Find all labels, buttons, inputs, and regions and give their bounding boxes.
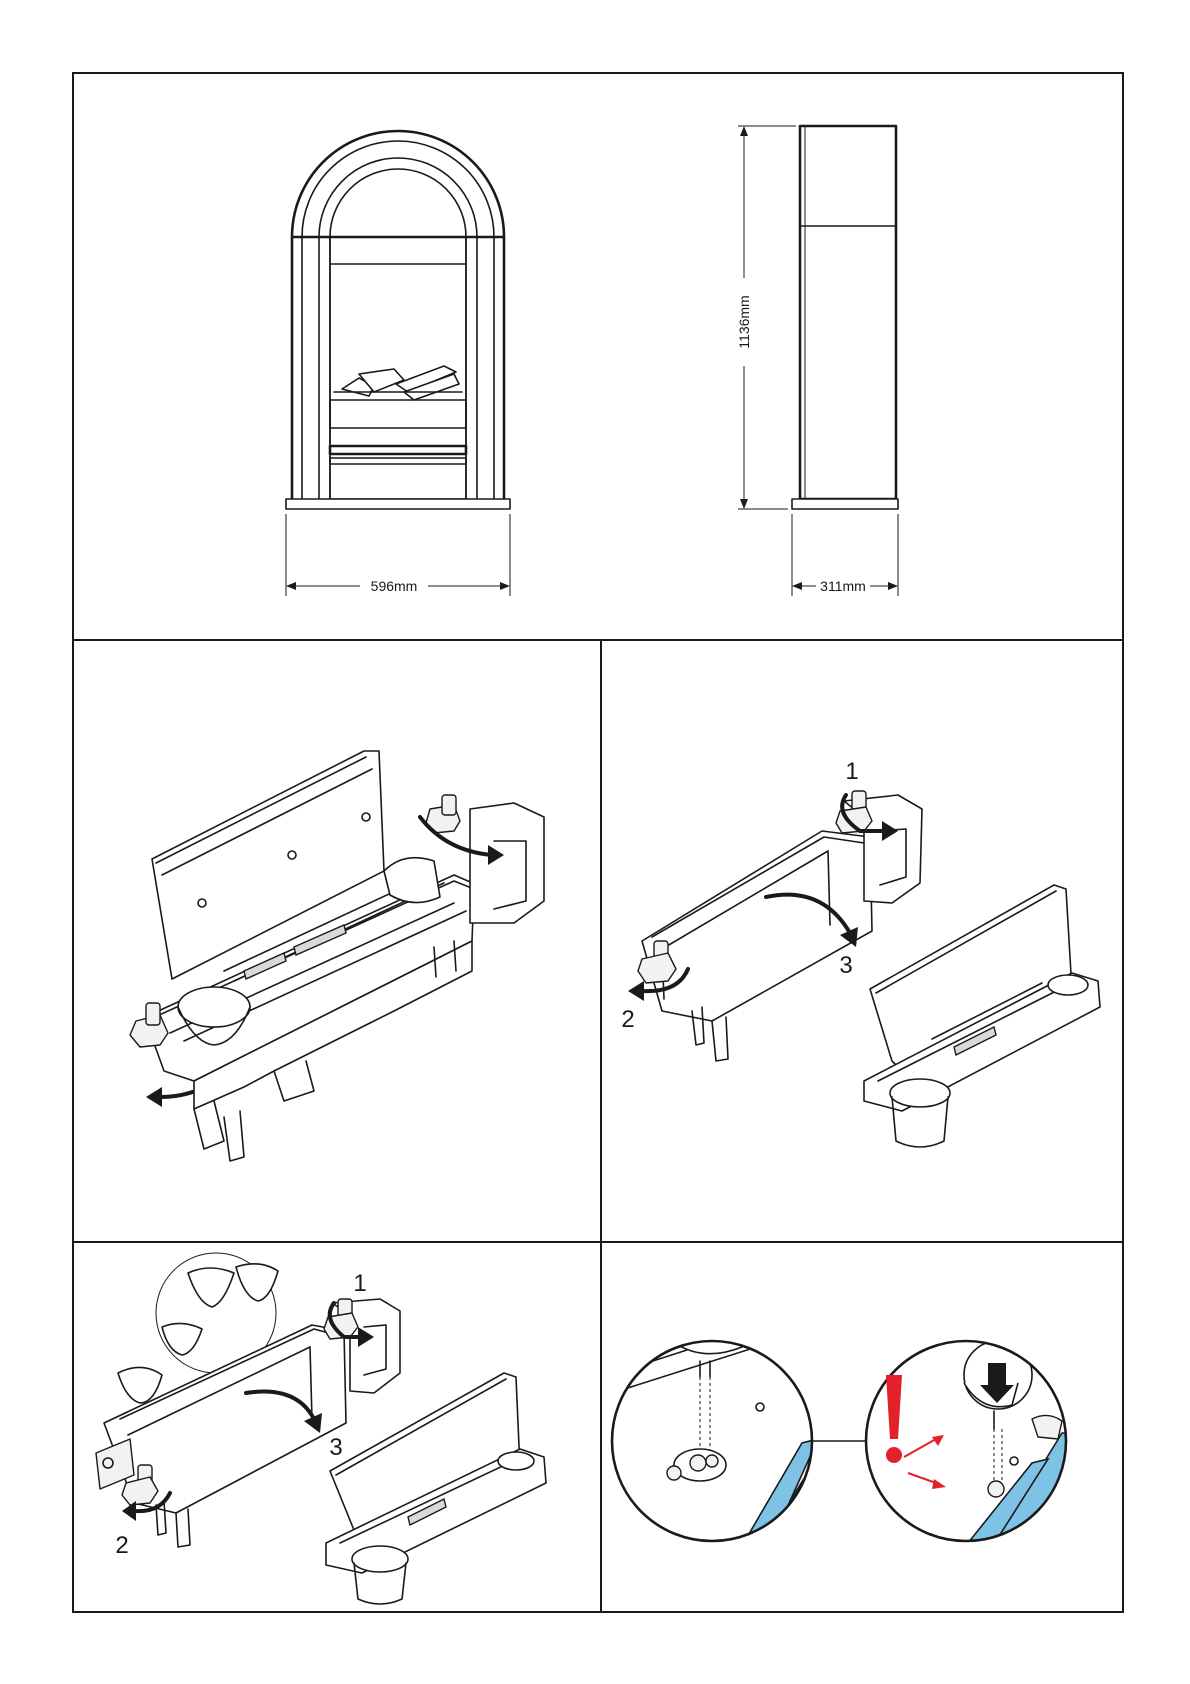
atomiser-detail-illustration [602, 1243, 1126, 1615]
remove-atomisers-illustration: 1 2 3 [74, 1243, 604, 1615]
height-label: 1136mm [736, 295, 752, 348]
step-2-label: 2 [115, 1532, 128, 1559]
remove-tank-illustration: 1 2 3 [602, 641, 1126, 1245]
depth-label: 311mm [820, 578, 866, 594]
dimension-drawing: 596mm 311mm 1136mm [74, 74, 1126, 643]
step-3-label: 3 [839, 952, 852, 979]
side-view-drawing [792, 126, 898, 509]
dimensions-panel: 596mm 311mm 1136mm [72, 72, 1124, 641]
step-1-label: 1 [353, 1270, 366, 1297]
step-panel-remove-atomisers: 1 2 3 [72, 1241, 602, 1613]
front-view-drawing [286, 131, 510, 509]
width-label: 596mm [371, 578, 418, 594]
step-3-label: 3 [329, 1434, 342, 1461]
step-panel-remove-tank: 1 2 3 [600, 639, 1124, 1243]
step-1-label: 1 [845, 758, 858, 785]
step-panel-open-lid [72, 639, 602, 1243]
step-panel-atomiser-detail [600, 1241, 1124, 1613]
open-lid-illustration [74, 641, 604, 1245]
step-2-label: 2 [621, 1006, 634, 1033]
